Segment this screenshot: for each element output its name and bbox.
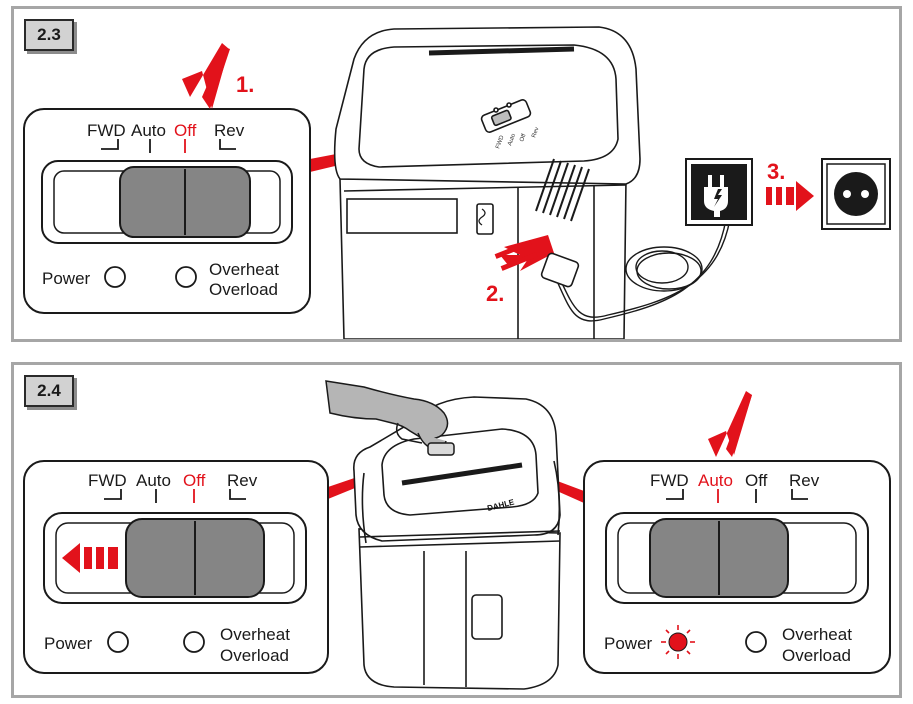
- tiny-off-label: Off: [519, 133, 527, 143]
- section-tag: 2.3: [24, 19, 74, 51]
- tiny-fwd-label: FWD: [495, 134, 506, 150]
- power-led: [104, 266, 126, 288]
- step-1-arrow-icon: [182, 43, 229, 109]
- step-1-label: 1.: [236, 72, 254, 97]
- step-3-label: 3.: [767, 159, 785, 184]
- fwd-label: FWD: [87, 121, 126, 140]
- overheat-led: [183, 631, 205, 653]
- overheat-led: [175, 266, 197, 288]
- left-arrow-icon: [62, 543, 118, 573]
- socket-icon: [821, 158, 891, 230]
- step-3-arrow-icon: [766, 181, 814, 211]
- tiny-rev-label: Rev: [531, 127, 540, 139]
- panel-2-3-illustration: FWD Auto Off Rev FWD Auto Off Rev Power: [23, 26, 891, 339]
- power-cable: [555, 218, 731, 322]
- rev-label: Rev: [227, 471, 258, 490]
- section-tag: 2.4: [24, 375, 74, 407]
- down-arrow-icon: [708, 391, 752, 457]
- power-led: [107, 631, 129, 653]
- step-2-arrow-icon: [494, 235, 554, 271]
- hand-icon: [325, 380, 455, 456]
- auto-label: Auto: [136, 471, 171, 490]
- switch-zoom-box-left: FWD Auto Off Rev Power Overh: [23, 460, 329, 674]
- overheat-label: Overheat: [220, 625, 290, 644]
- shredder-illustration: [333, 26, 641, 339]
- off-label: Off: [745, 471, 768, 490]
- shredder-illustration: [353, 396, 561, 690]
- plug-connector-icon: [540, 252, 580, 288]
- fwd-label: FWD: [88, 471, 127, 490]
- rev-detent-mark: [219, 139, 236, 150]
- overload-label: Overload: [209, 280, 278, 299]
- shredder-switch-tiny-labels: FWD Auto Off Rev: [495, 127, 540, 150]
- panel-2-4-illustration: DAHLE FWD Auto Off Rev: [23, 380, 891, 690]
- auto-label: Auto: [131, 121, 166, 140]
- panel-2-4: DAHLE FWD Auto Off Rev: [11, 362, 902, 698]
- off-label-active: Off: [183, 471, 206, 490]
- plug-icon: [685, 158, 753, 226]
- overheat-label: Overheat: [209, 260, 279, 279]
- switch-zoom-box-right: FWD Auto Off Rev Power: [583, 391, 891, 674]
- power-label: Power: [44, 634, 93, 653]
- rev-label: Rev: [789, 471, 820, 490]
- auto-label-active: Auto: [698, 471, 733, 490]
- rev-label: Rev: [214, 121, 245, 140]
- overheat-led: [745, 631, 767, 653]
- overheat-label: Overheat: [782, 625, 852, 644]
- overload-label: Overload: [220, 646, 289, 665]
- fwd-label: FWD: [650, 471, 689, 490]
- overload-label: Overload: [782, 646, 851, 665]
- panel-2-3: FWD Auto Off Rev FWD Auto Off Rev Power: [11, 6, 902, 342]
- off-label-active: Off: [174, 121, 197, 140]
- fwd-detent-mark: [101, 139, 119, 150]
- switch-zoom-box: FWD Auto Off Rev Power Overheat Overload: [23, 108, 311, 314]
- power-label: Power: [604, 634, 653, 653]
- tiny-auto-label: Auto: [507, 132, 517, 146]
- power-label: Power: [42, 269, 91, 288]
- step-2-label: 2.: [486, 281, 504, 306]
- power-led-lit-icon: [661, 625, 695, 659]
